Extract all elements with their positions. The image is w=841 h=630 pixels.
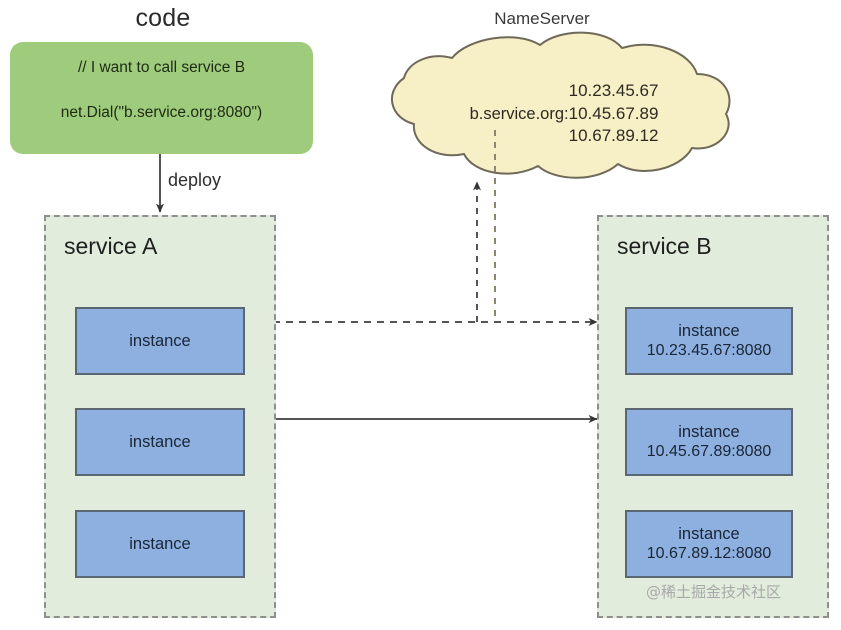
nameserver-domain: b.service.org: — [469, 104, 569, 123]
nameserver-ip: 10.67.89.12 — [568, 126, 659, 146]
service-a-title: service A — [64, 233, 158, 259]
service-b-instance[interactable]: instance 10.45.67.89:8080 — [625, 408, 793, 476]
nameserver-ip: 10.45.67.89 — [568, 103, 659, 123]
code-title: code — [135, 4, 191, 32]
code-call-line: net.Dial("b.service.org:8080") — [60, 104, 263, 122]
watermark: @稀土掘金技术社区 — [646, 583, 782, 601]
instance-label: instance — [678, 524, 740, 543]
deploy-label: deploy — [168, 170, 222, 190]
code-box: // I want to call service B net.Dial("b.… — [10, 42, 313, 154]
instance-address: 10.23.45.67:8080 — [646, 341, 772, 359]
instance-label: instance — [678, 321, 740, 340]
service-b-title: service B — [617, 233, 712, 259]
instance-address: 10.67.89.12:8080 — [646, 544, 772, 562]
code-comment-line: // I want to call service B — [77, 59, 246, 76]
instance-label: instance — [129, 432, 191, 451]
service-a-instance[interactable]: instance — [75, 510, 245, 578]
nameserver-title: NameServer — [494, 9, 590, 28]
nameserver-ip-list: 10.23.45.67 10.45.67.89 10.67.89.12 — [569, 80, 659, 149]
service-b-instance[interactable]: instance 10.23.45.67:8080 — [625, 307, 793, 375]
instance-label: instance — [129, 534, 191, 553]
service-a-instance[interactable]: instance — [75, 307, 245, 375]
nameserver-cloud: b.service.org: 10.23.45.67 10.45.67.89 1… — [378, 32, 734, 188]
instance-address: 10.45.67.89:8080 — [646, 442, 772, 460]
nameserver-ip: 10.23.45.67 — [568, 80, 659, 100]
service-a-instance[interactable]: instance — [75, 408, 245, 476]
instance-label: instance — [678, 422, 740, 441]
instance-label: instance — [129, 331, 191, 350]
nameserver-record: b.service.org: 10.23.45.67 10.45.67.89 1… — [378, 32, 734, 188]
service-b-instance[interactable]: instance 10.67.89.12:8080 — [625, 510, 793, 578]
